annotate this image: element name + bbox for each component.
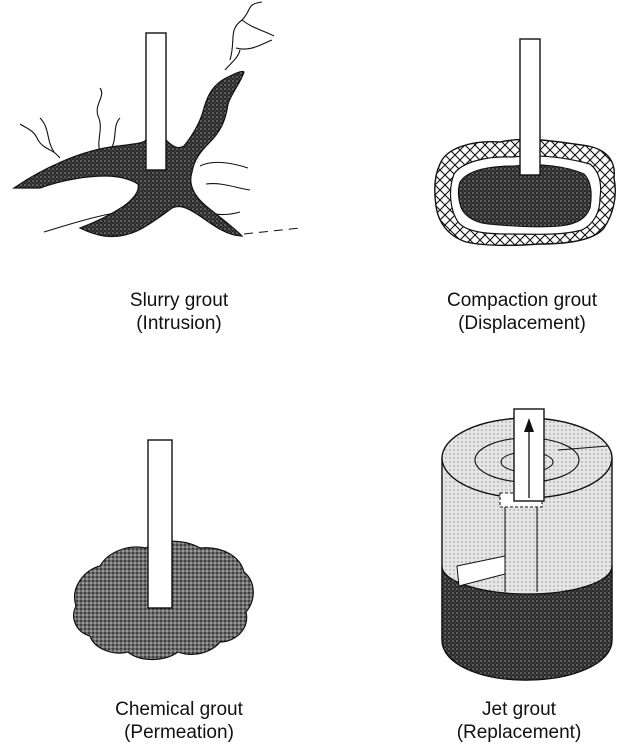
compaction-grout-caption: Compaction grout (Displacement) xyxy=(402,289,631,335)
compaction-grout-diagram xyxy=(435,39,615,245)
slurry-dashed-extension xyxy=(244,228,300,234)
jet-grout-caption: Jet grout (Replacement) xyxy=(399,698,631,744)
compaction-grout-subtitle: (Displacement) xyxy=(402,312,631,335)
chemical-grout-subtitle: (Permeation) xyxy=(59,721,299,744)
jet-grout-title: Jet grout xyxy=(399,698,631,721)
jet-grout-diagram xyxy=(442,409,612,680)
slurry-grout-fill xyxy=(14,71,244,236)
compaction-grout-pipe xyxy=(520,39,540,175)
chemical-grout-caption: Chemical grout (Permeation) xyxy=(59,698,299,744)
compaction-grout-title: Compaction grout xyxy=(402,289,631,312)
slurry-grout-subtitle: (Intrusion) xyxy=(59,312,299,335)
chemical-grout-pipe xyxy=(148,440,172,608)
slurry-grout-diagram xyxy=(14,2,300,237)
slurry-grout-title: Slurry grout xyxy=(59,289,299,312)
slurry-grout-caption: Slurry grout (Intrusion) xyxy=(59,289,299,335)
chemical-grout-title: Chemical grout xyxy=(59,698,299,721)
jet-grout-subtitle: (Replacement) xyxy=(399,721,631,744)
chemical-grout-diagram xyxy=(74,440,254,660)
slurry-grout-pipe xyxy=(146,33,166,170)
